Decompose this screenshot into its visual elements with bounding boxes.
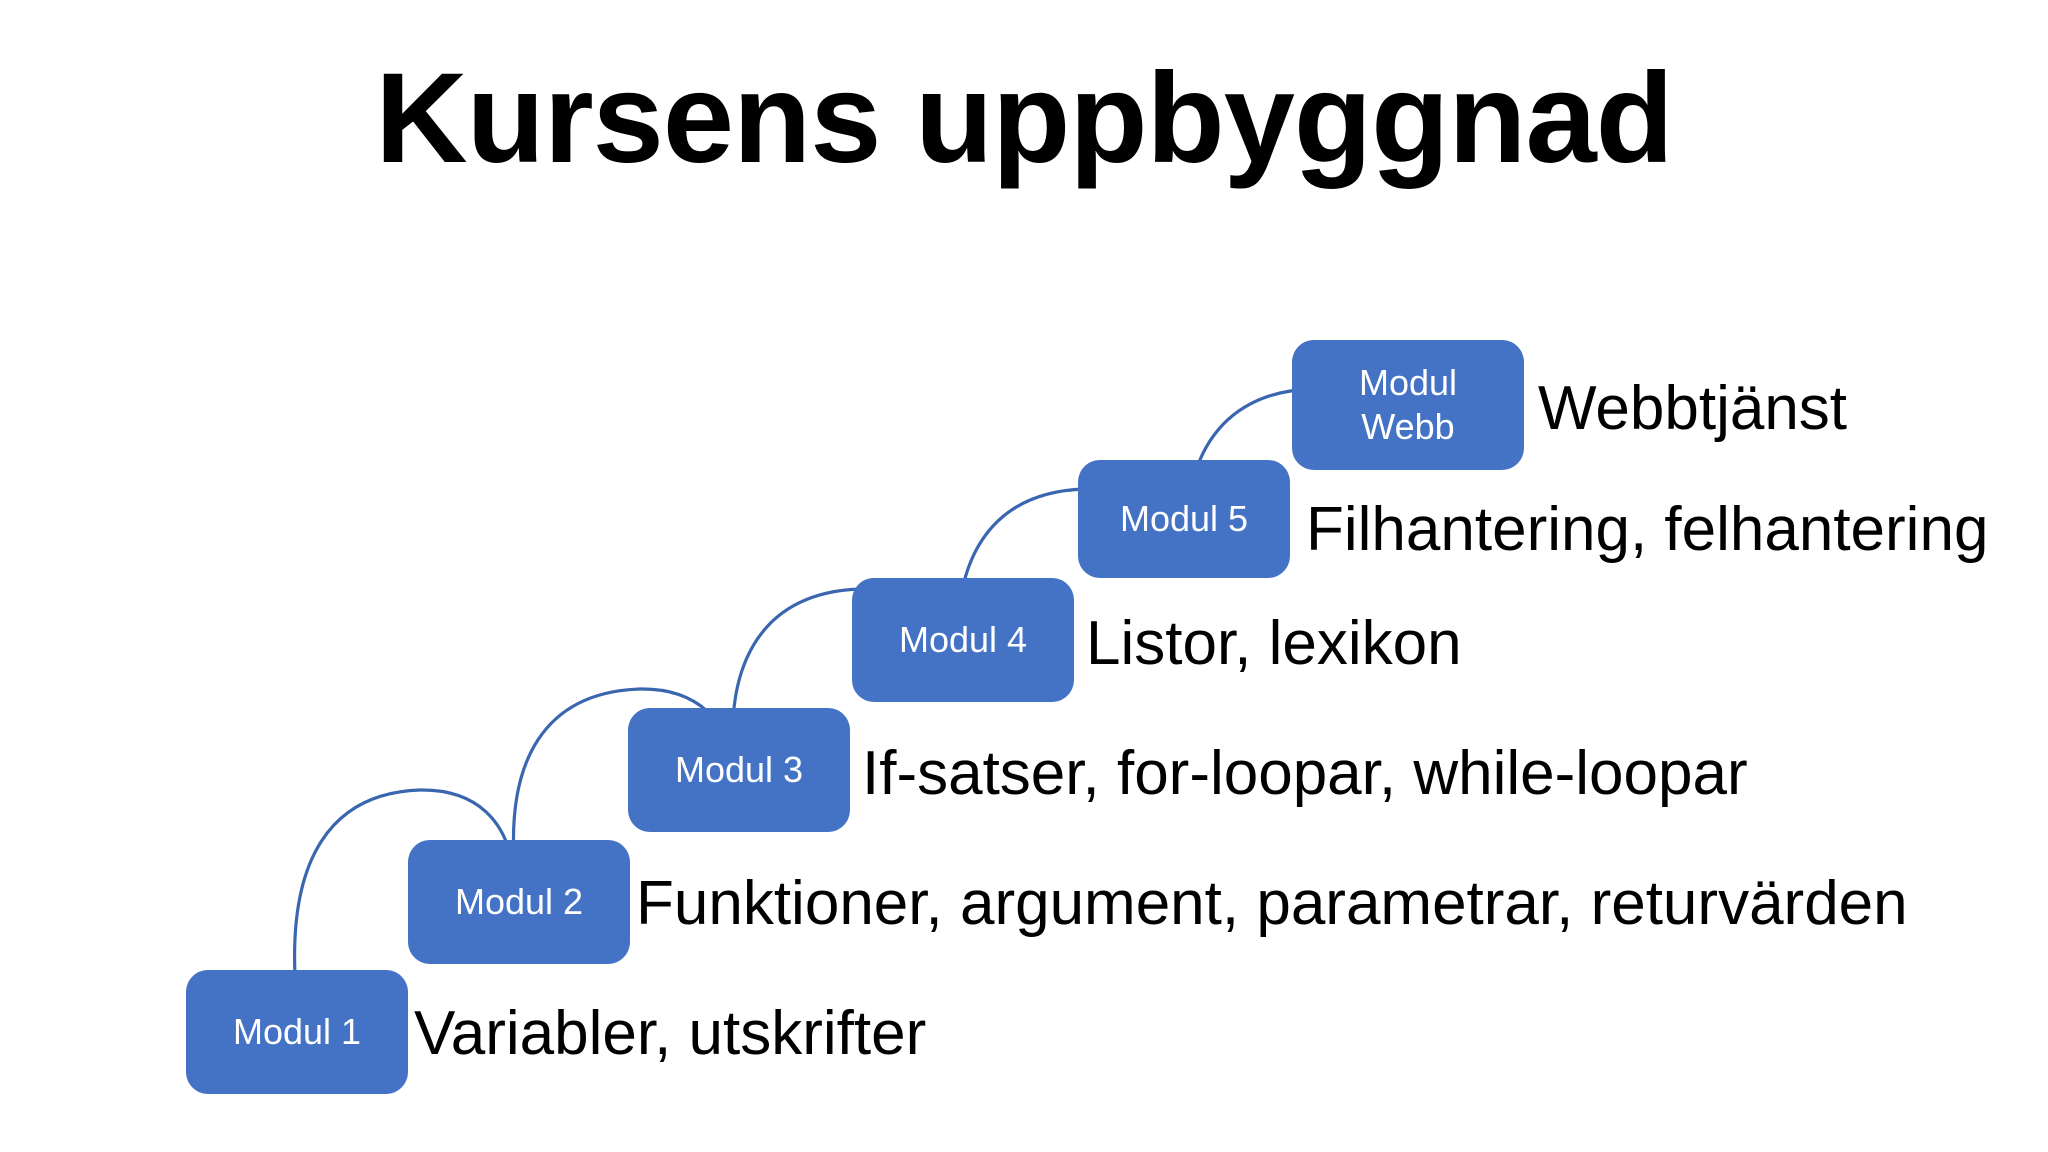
page-title: Kursens uppbyggnad: [375, 47, 1674, 190]
module-box-modul-1[interactable]: Modul 1: [186, 970, 408, 1094]
module-description-modul-4: Listor, lexikon: [1086, 609, 1462, 678]
module-description-modul-2: Funktioner, argument, parametrar, returv…: [636, 869, 1908, 938]
module-box-modul-webb[interactable]: Modul Webb: [1292, 340, 1524, 470]
module-description-modul-5: Filhantering, felhantering: [1306, 495, 1989, 564]
module-description-modul-webb: Webbtjänst: [1538, 374, 1848, 443]
module-description-modul-1: Variabler, utskrifter: [414, 999, 927, 1068]
module-description-modul-3: If-satser, for-loopar, while-loopar: [862, 739, 1748, 808]
module-box-modul-2[interactable]: Modul 2: [408, 840, 630, 964]
module-box-modul-3[interactable]: Modul 3: [628, 708, 850, 832]
module-box-modul-5[interactable]: Modul 5: [1078, 460, 1290, 578]
module-box-modul-4[interactable]: Modul 4: [852, 578, 1074, 702]
